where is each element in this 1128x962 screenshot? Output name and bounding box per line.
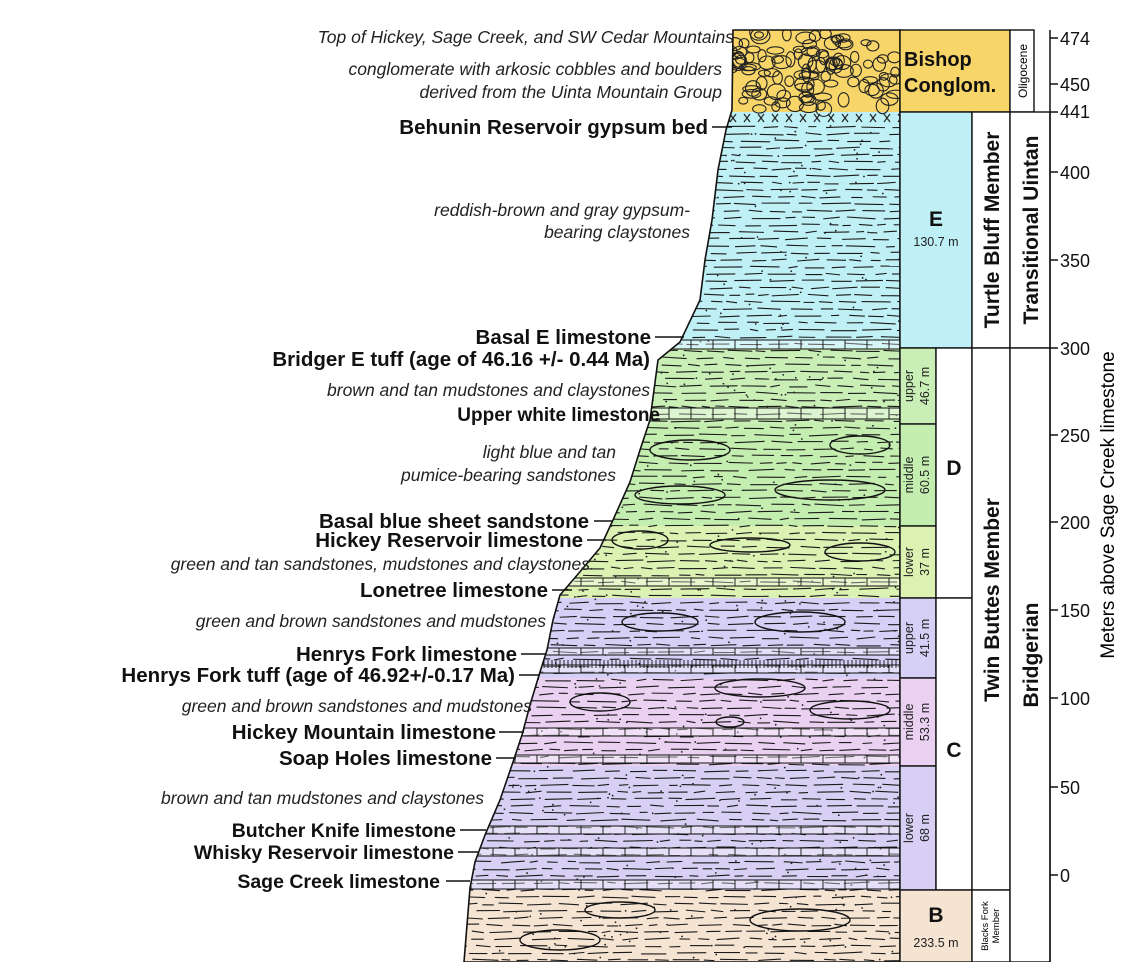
d-upper-label: upper: [902, 370, 916, 402]
d-lower-label: lower: [902, 547, 916, 577]
unit-e-thickness: 130.7 m: [913, 235, 958, 249]
desc-d-middle-2: pumice-bearing sandstones: [400, 465, 616, 485]
marker-soap-holes: Soap Holes limestone: [279, 747, 492, 770]
transitional-uintan-box: [1009, 111, 1051, 349]
bridgerian-box: [1009, 347, 1051, 962]
bishop-box: [899, 29, 1011, 113]
c-lower-thickness: 68 m: [918, 814, 932, 842]
c-middle-label: middle: [902, 704, 916, 741]
axis-label: Meters above Sage Creek limestone: [1098, 351, 1119, 658]
twin-buttes-member: Twin Buttes Member: [981, 498, 1004, 702]
c-upper-thickness: 41.5 m: [918, 619, 932, 657]
column-outline: [463, 29, 901, 962]
marker-henrys-fork-ls: Henrys Fork limestone: [296, 643, 517, 666]
desc-gypsum-2: bearing claystones: [544, 222, 690, 242]
d-middle-thickness: 60.5 m: [918, 456, 932, 494]
tick-350: 350: [1060, 251, 1090, 271]
lithologic-column: [464, 30, 900, 962]
unit-b-label: B: [928, 904, 943, 927]
unit-b-box: [899, 889, 973, 962]
d-lower-thickness: 37 m: [918, 548, 932, 576]
unit-b-thickness: 233.5 m: [913, 936, 958, 950]
unit-boxes: [899, 29, 1051, 962]
c-upper-label: upper: [902, 622, 916, 654]
desc-c-middle: green and brown sandstones and mudstones: [182, 696, 532, 716]
tick-0: 0: [1060, 866, 1070, 886]
tick-400: 400: [1060, 163, 1090, 183]
tick-200: 200: [1060, 513, 1090, 533]
desc-conglomerate-2: derived from the Uinta Mountain Group: [419, 82, 722, 102]
twin-buttes-box: [971, 347, 1011, 891]
c-upper-box: [899, 597, 937, 679]
tick-100: 100: [1060, 689, 1090, 709]
marker-basal-e: Basal E limestone: [476, 326, 651, 349]
tick-441: 441: [1060, 102, 1090, 122]
c-lower-label: lower: [902, 813, 916, 843]
desc-d-middle-1: light blue and tan: [483, 442, 616, 462]
bishop-label-2: Conglom.: [904, 75, 996, 97]
bishop-label-1: Bishop: [904, 49, 972, 71]
turtle-bluff-member: Turtle Bluff Member: [981, 132, 1004, 329]
desc-c-upper: green and brown sandstones and mudstones: [196, 611, 546, 631]
marker-bridger-e-tuff: Bridger E tuff (age of 46.16 +/- 0.44 Ma…: [272, 348, 650, 371]
axis-ticks: [1050, 37, 1058, 876]
unit-d-label: D: [946, 457, 961, 480]
desc-conglomerate-1: conglomerate with arkosic cobbles and bo…: [348, 59, 722, 79]
c-middle-box: [899, 677, 937, 767]
marker-basal-blue: Basal blue sheet sandstone: [319, 510, 589, 533]
d-upper-thickness: 46.7 m: [918, 367, 932, 405]
desc-top: Top of Hickey, Sage Creek, and SW Cedar …: [318, 27, 735, 47]
c-lower-box: [899, 765, 937, 891]
marker-whisky-reservoir: Whisky Reservoir limestone: [194, 842, 454, 864]
desc-gypsum-1: reddish-brown and gray gypsum-: [434, 200, 690, 220]
turtle-bluff-box: [971, 111, 1011, 349]
marker-hickey-reservoir: Hickey Reservoir limestone: [315, 529, 583, 552]
desc-d-lower: green and tan sandstones, mudstones and …: [171, 554, 591, 574]
tick-250: 250: [1060, 426, 1090, 446]
d-middle-label: middle: [902, 457, 916, 494]
marker-sage-creek: Sage Creek limestone: [237, 871, 440, 893]
blacks-fork-label-1: Blacks Fork: [980, 901, 991, 951]
marker-henrys-fork-tuff: Henrys Fork tuff (age of 46.92+/-0.17 Ma…: [121, 664, 515, 687]
unit-d-box: [935, 347, 973, 599]
oligocene-box: [1009, 29, 1035, 113]
blacks-fork-box: [971, 889, 1011, 962]
marker-lonetree: Lonetree limestone: [360, 579, 548, 602]
tick-50: 50: [1060, 778, 1080, 798]
blacks-fork-label-2: Member: [991, 909, 1002, 944]
tick-474: 474: [1060, 29, 1090, 49]
marker-hickey-mountain: Hickey Mountain limestone: [232, 721, 496, 744]
bridgerian-label: Bridgerian: [1020, 602, 1043, 707]
marker-butcher-knife: Butcher Knife limestone: [232, 820, 456, 842]
oligocene-label: Oligocene: [1016, 44, 1030, 98]
tick-150: 150: [1060, 601, 1090, 621]
unit-e-label: E: [929, 208, 943, 231]
leader-lines: [446, 126, 732, 882]
unit-c-label: C: [946, 739, 961, 762]
desc-d-upper: brown and tan mudstones and claystones: [327, 380, 650, 400]
marker-behunin: Behunin Reservoir gypsum bed: [399, 116, 708, 139]
tick-300: 300: [1060, 339, 1090, 359]
c-middle-thickness: 53.3 m: [918, 703, 932, 741]
transitional-uintan-label: Transitional Uintan: [1020, 135, 1043, 324]
marker-upper-white: Upper white limestone: [457, 405, 660, 426]
tick-450: 450: [1060, 75, 1090, 95]
d-upper-box: [899, 347, 937, 425]
desc-c-lower: brown and tan mudstones and claystones: [161, 788, 484, 808]
